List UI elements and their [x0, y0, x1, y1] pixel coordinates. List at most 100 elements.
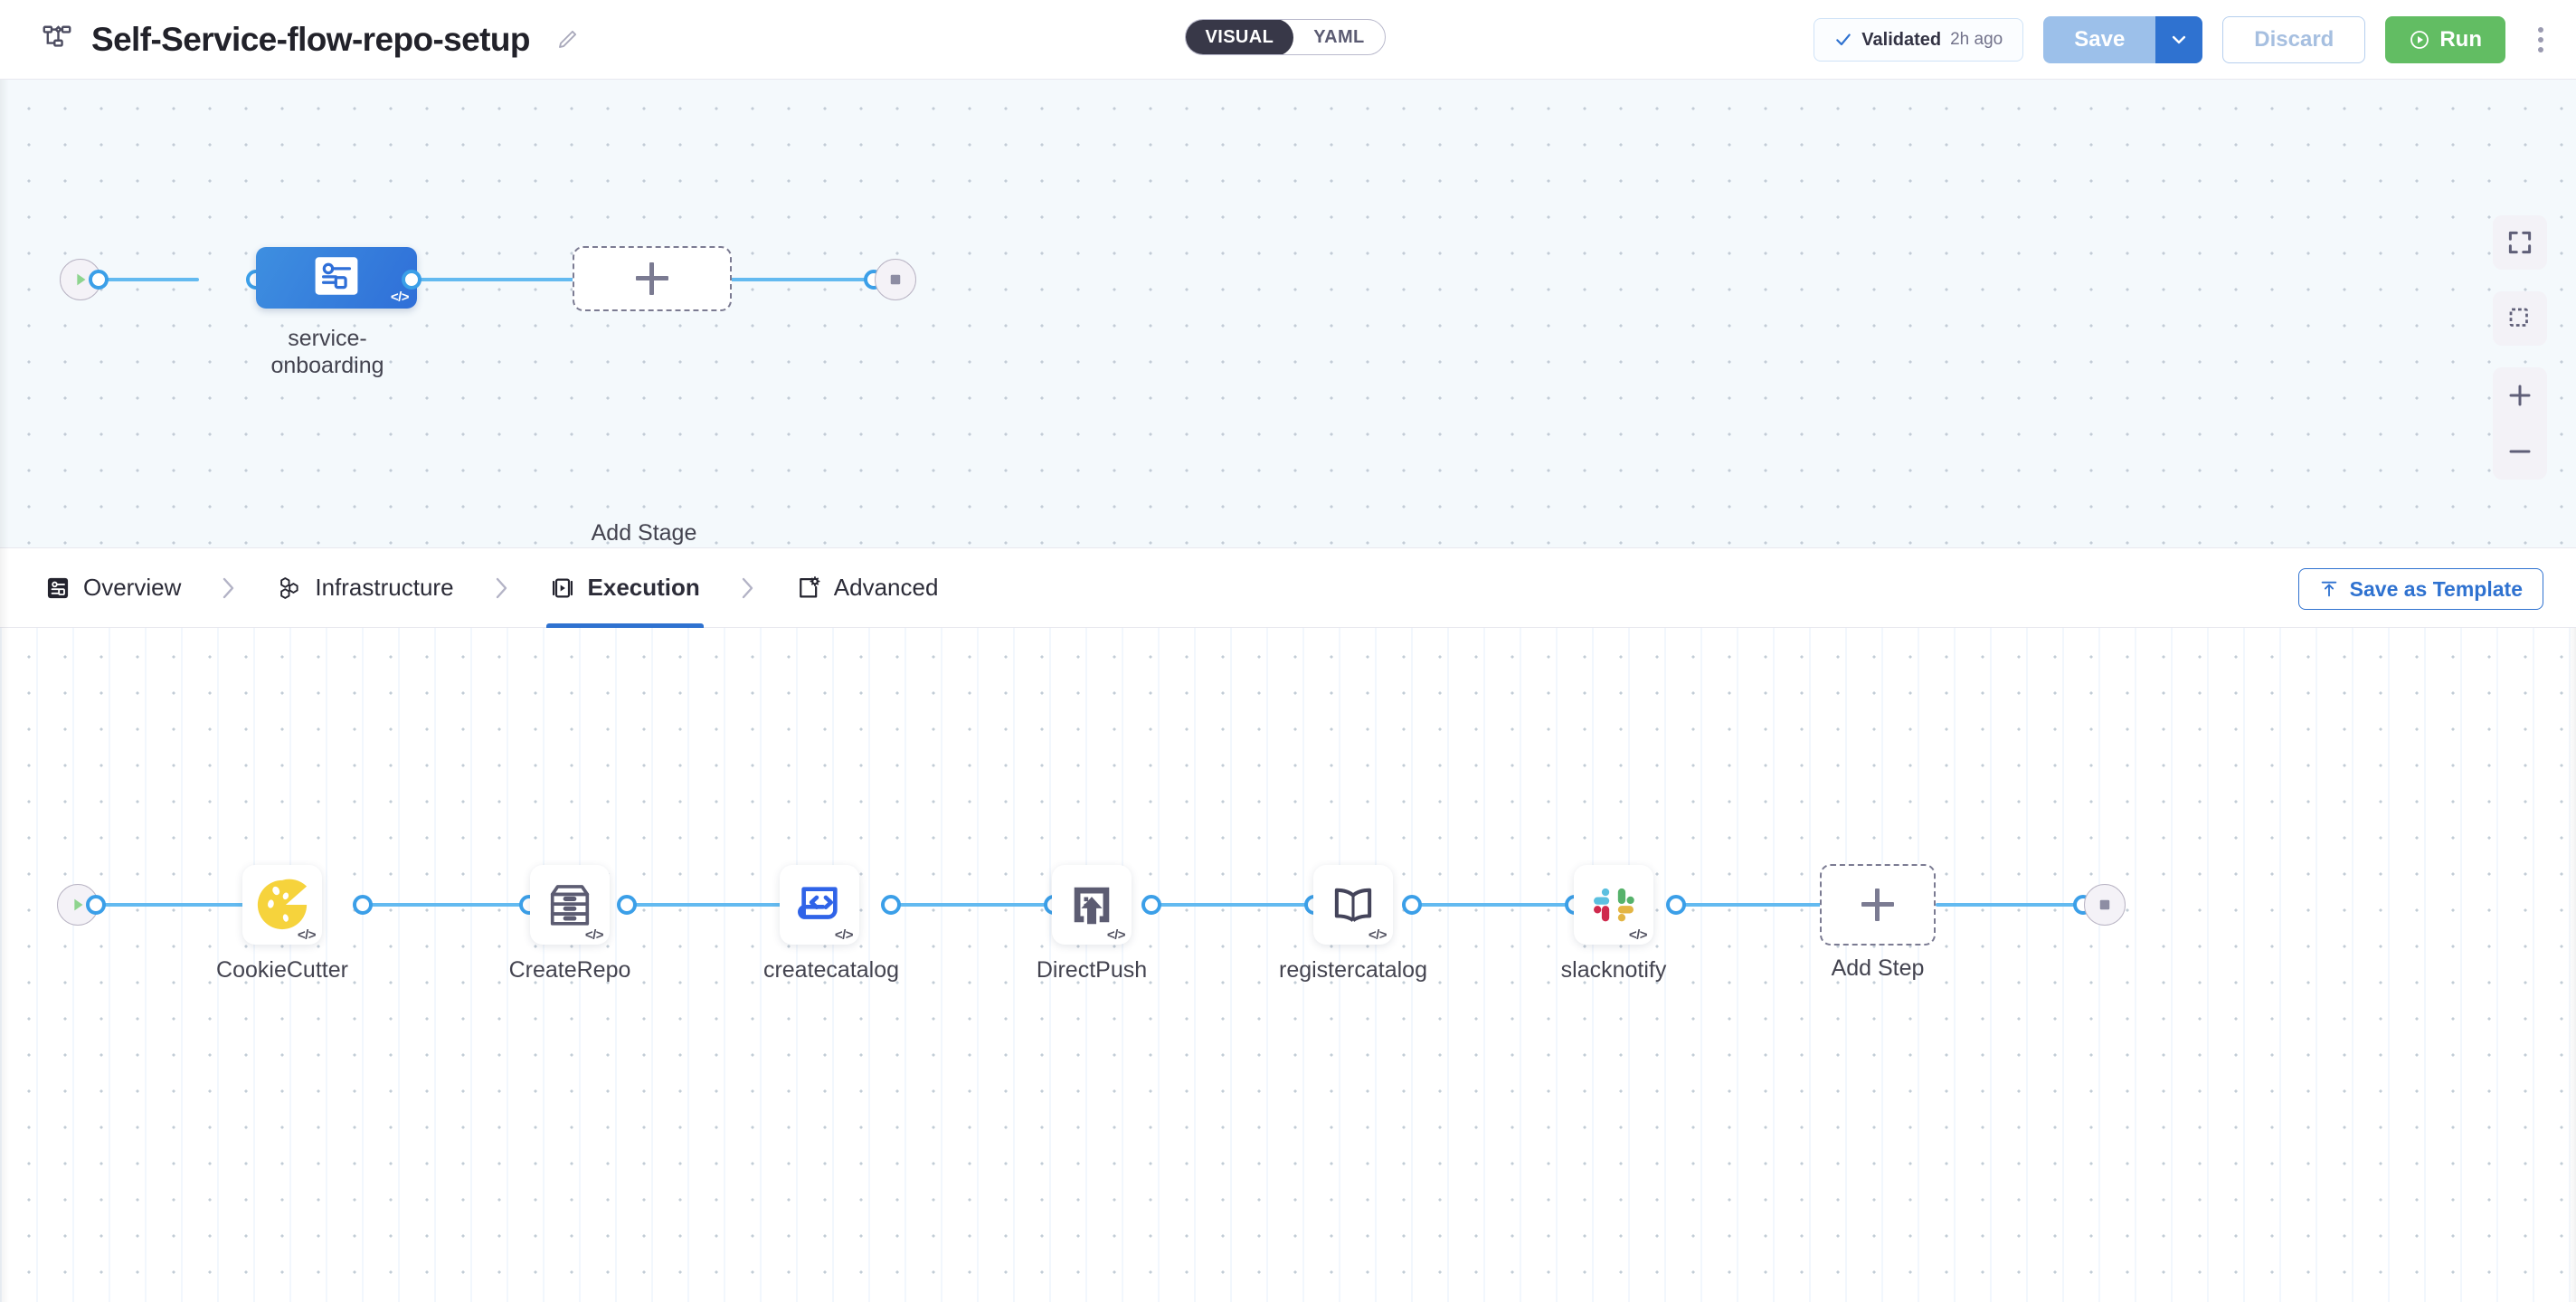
save-dropdown-button[interactable] [2155, 16, 2203, 63]
square-gear-icon [796, 575, 821, 601]
fit-to-screen-button[interactable] [2493, 215, 2547, 270]
run-button[interactable]: Run [2385, 16, 2505, 63]
port-createcatalog-out[interactable] [881, 895, 901, 915]
stage-graph-canvas[interactable]: </> service- onboarding Add Stage [0, 80, 2576, 547]
stage-node-service-onboarding[interactable]: </> [256, 247, 417, 309]
stop-square-icon [890, 274, 901, 285]
step-code-badge: </> [584, 927, 604, 943]
mode-toggle-yaml[interactable]: YAML [1313, 26, 1365, 47]
save-button-group[interactable]: Save [2043, 16, 2203, 63]
cookie-icon [257, 879, 308, 930]
tab-advanced-label: Advanced [833, 574, 939, 601]
header-left-group: Self-Service-flow-repo-setup [41, 21, 579, 59]
file-cabinet-icon [545, 880, 594, 929]
edge-addstage-to-end [726, 278, 871, 281]
tab-advanced[interactable]: Advanced [792, 547, 942, 628]
add-stage-label: Add Stage [591, 520, 697, 546]
port-cookiecutter-out[interactable] [353, 895, 373, 915]
canvas-right-edge [2569, 628, 2576, 1302]
stage-output-port[interactable] [402, 270, 421, 290]
stop-square-icon [2099, 899, 2110, 910]
port-directpush-out[interactable] [1141, 895, 1161, 915]
add-stage-button[interactable] [573, 246, 732, 311]
tab-infrastructure[interactable]: Infrastructure [273, 547, 457, 628]
marquee-select-icon [2509, 308, 2528, 327]
zoom-out-button[interactable] [2493, 423, 2547, 480]
edge-createcatalog-to-directpush [890, 903, 1053, 907]
step-start-port[interactable] [86, 895, 106, 915]
step-label-createcatalog: createcatalog [762, 957, 900, 983]
zoom-in-button[interactable] [2493, 367, 2547, 423]
expand-icon [2508, 231, 2532, 254]
tab-overview[interactable]: Overview [42, 547, 185, 628]
validated-label: Validated [1861, 29, 1942, 50]
pencil-edit-icon[interactable] [548, 28, 579, 52]
step-node-createrepo[interactable]: </> [530, 865, 610, 945]
stage-start-port[interactable] [89, 270, 109, 290]
tab-execution[interactable]: Execution [545, 547, 705, 628]
tab-overview-label: Overview [83, 574, 182, 601]
overview-node-icon [45, 575, 71, 601]
step-end-node[interactable] [2084, 884, 2126, 926]
chevron-right-icon [492, 575, 512, 602]
code-document-icon [795, 880, 844, 929]
header-actions: Validated 2h ago Save Discard Run [1814, 0, 2556, 80]
upload-template-icon [2319, 579, 2339, 599]
slack-icon [1594, 888, 1634, 922]
step-label-directpush: DirectPush [1036, 957, 1148, 983]
step-node-cookiecutter[interactable]: </> [242, 865, 322, 945]
edge-slacknotify-to-addstep [1675, 903, 1827, 907]
plus-icon [1861, 889, 1894, 921]
stage-end-node[interactable] [875, 259, 916, 300]
pipeline-flow-icon [41, 24, 73, 56]
step-code-badge: </> [1106, 927, 1126, 943]
push-upload-icon [1074, 887, 1110, 925]
edge-directpush-to-registercatalog [1151, 903, 1313, 907]
mode-toggle[interactable]: VISUAL YAML [1185, 19, 1386, 55]
zoom-in-out-stack[interactable] [2493, 367, 2547, 480]
validated-status-badge[interactable]: Validated 2h ago [1814, 18, 2024, 62]
chevron-right-icon [219, 575, 239, 602]
page-title: Self-Service-flow-repo-setup [91, 20, 530, 58]
save-as-template-label: Save as Template [2349, 576, 2523, 601]
stage-code-badge: </> [390, 290, 410, 305]
edge-start-to-stage [95, 278, 199, 281]
step-node-directpush[interactable]: </> [1052, 865, 1132, 945]
plus-icon [636, 262, 668, 295]
step-code-badge: </> [1628, 927, 1648, 943]
step-node-registercatalog[interactable]: </> [1313, 865, 1393, 945]
save-as-template-button[interactable]: Save as Template [2297, 568, 2543, 610]
plus-icon [2509, 385, 2531, 406]
edge-registercatalog-to-slacknotify [1411, 903, 1574, 907]
stage-node-label: service- onboarding [270, 326, 384, 378]
section-tabbar: Overview Infrastructure [0, 547, 2576, 628]
chevron-right-icon [738, 575, 758, 602]
port-slacknotify-out[interactable] [1666, 895, 1686, 915]
validated-timestamp: 2h ago [1950, 30, 2003, 49]
step-code-badge: </> [834, 927, 854, 943]
add-step-button[interactable] [1820, 864, 1936, 946]
check-icon [1834, 31, 1852, 49]
tab-list: Overview Infrastructure [42, 547, 942, 628]
chevron-down-icon [2170, 31, 2188, 49]
step-node-createcatalog[interactable]: </> [780, 865, 859, 945]
discard-button[interactable]: Discard [2222, 16, 2366, 63]
kebab-menu-icon[interactable] [2525, 16, 2556, 63]
step-graph-canvas[interactable]: </> CookieCutter </> CreateRepo [0, 628, 2576, 1302]
port-registercatalog-out[interactable] [1402, 895, 1422, 915]
step-label-createrepo: CreateRepo [508, 957, 631, 983]
save-button[interactable]: Save [2043, 16, 2156, 63]
mode-toggle-visual[interactable]: VISUAL [1185, 20, 1294, 54]
step-code-badge: </> [297, 927, 317, 943]
port-createrepo-out[interactable] [617, 895, 637, 915]
push-upload-icon [1067, 880, 1116, 929]
edge-stage-to-addstage [412, 278, 579, 281]
step-node-slacknotify[interactable]: </> [1574, 865, 1653, 945]
add-step-label: Add Step [1831, 955, 1925, 981]
canvas-zoom-controls[interactable] [2493, 215, 2547, 480]
area-select-button[interactable] [2493, 291, 2547, 346]
tab-execution-label: Execution [587, 574, 700, 601]
step-label-cookiecutter: CookieCutter [216, 957, 348, 983]
step-code-badge: </> [1368, 927, 1387, 943]
cookie-icon [254, 877, 310, 933]
